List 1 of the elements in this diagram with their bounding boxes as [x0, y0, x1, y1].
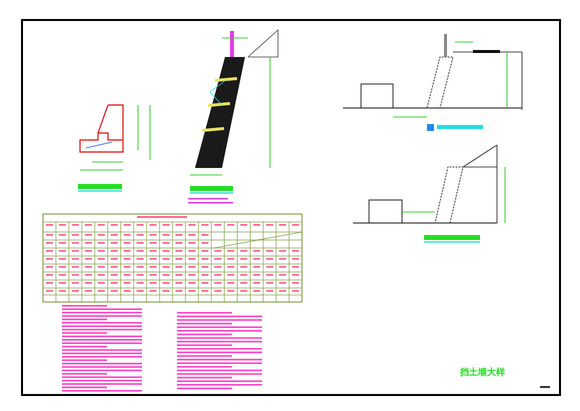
drawing-title: 挡土墙大样 — [460, 366, 505, 379]
